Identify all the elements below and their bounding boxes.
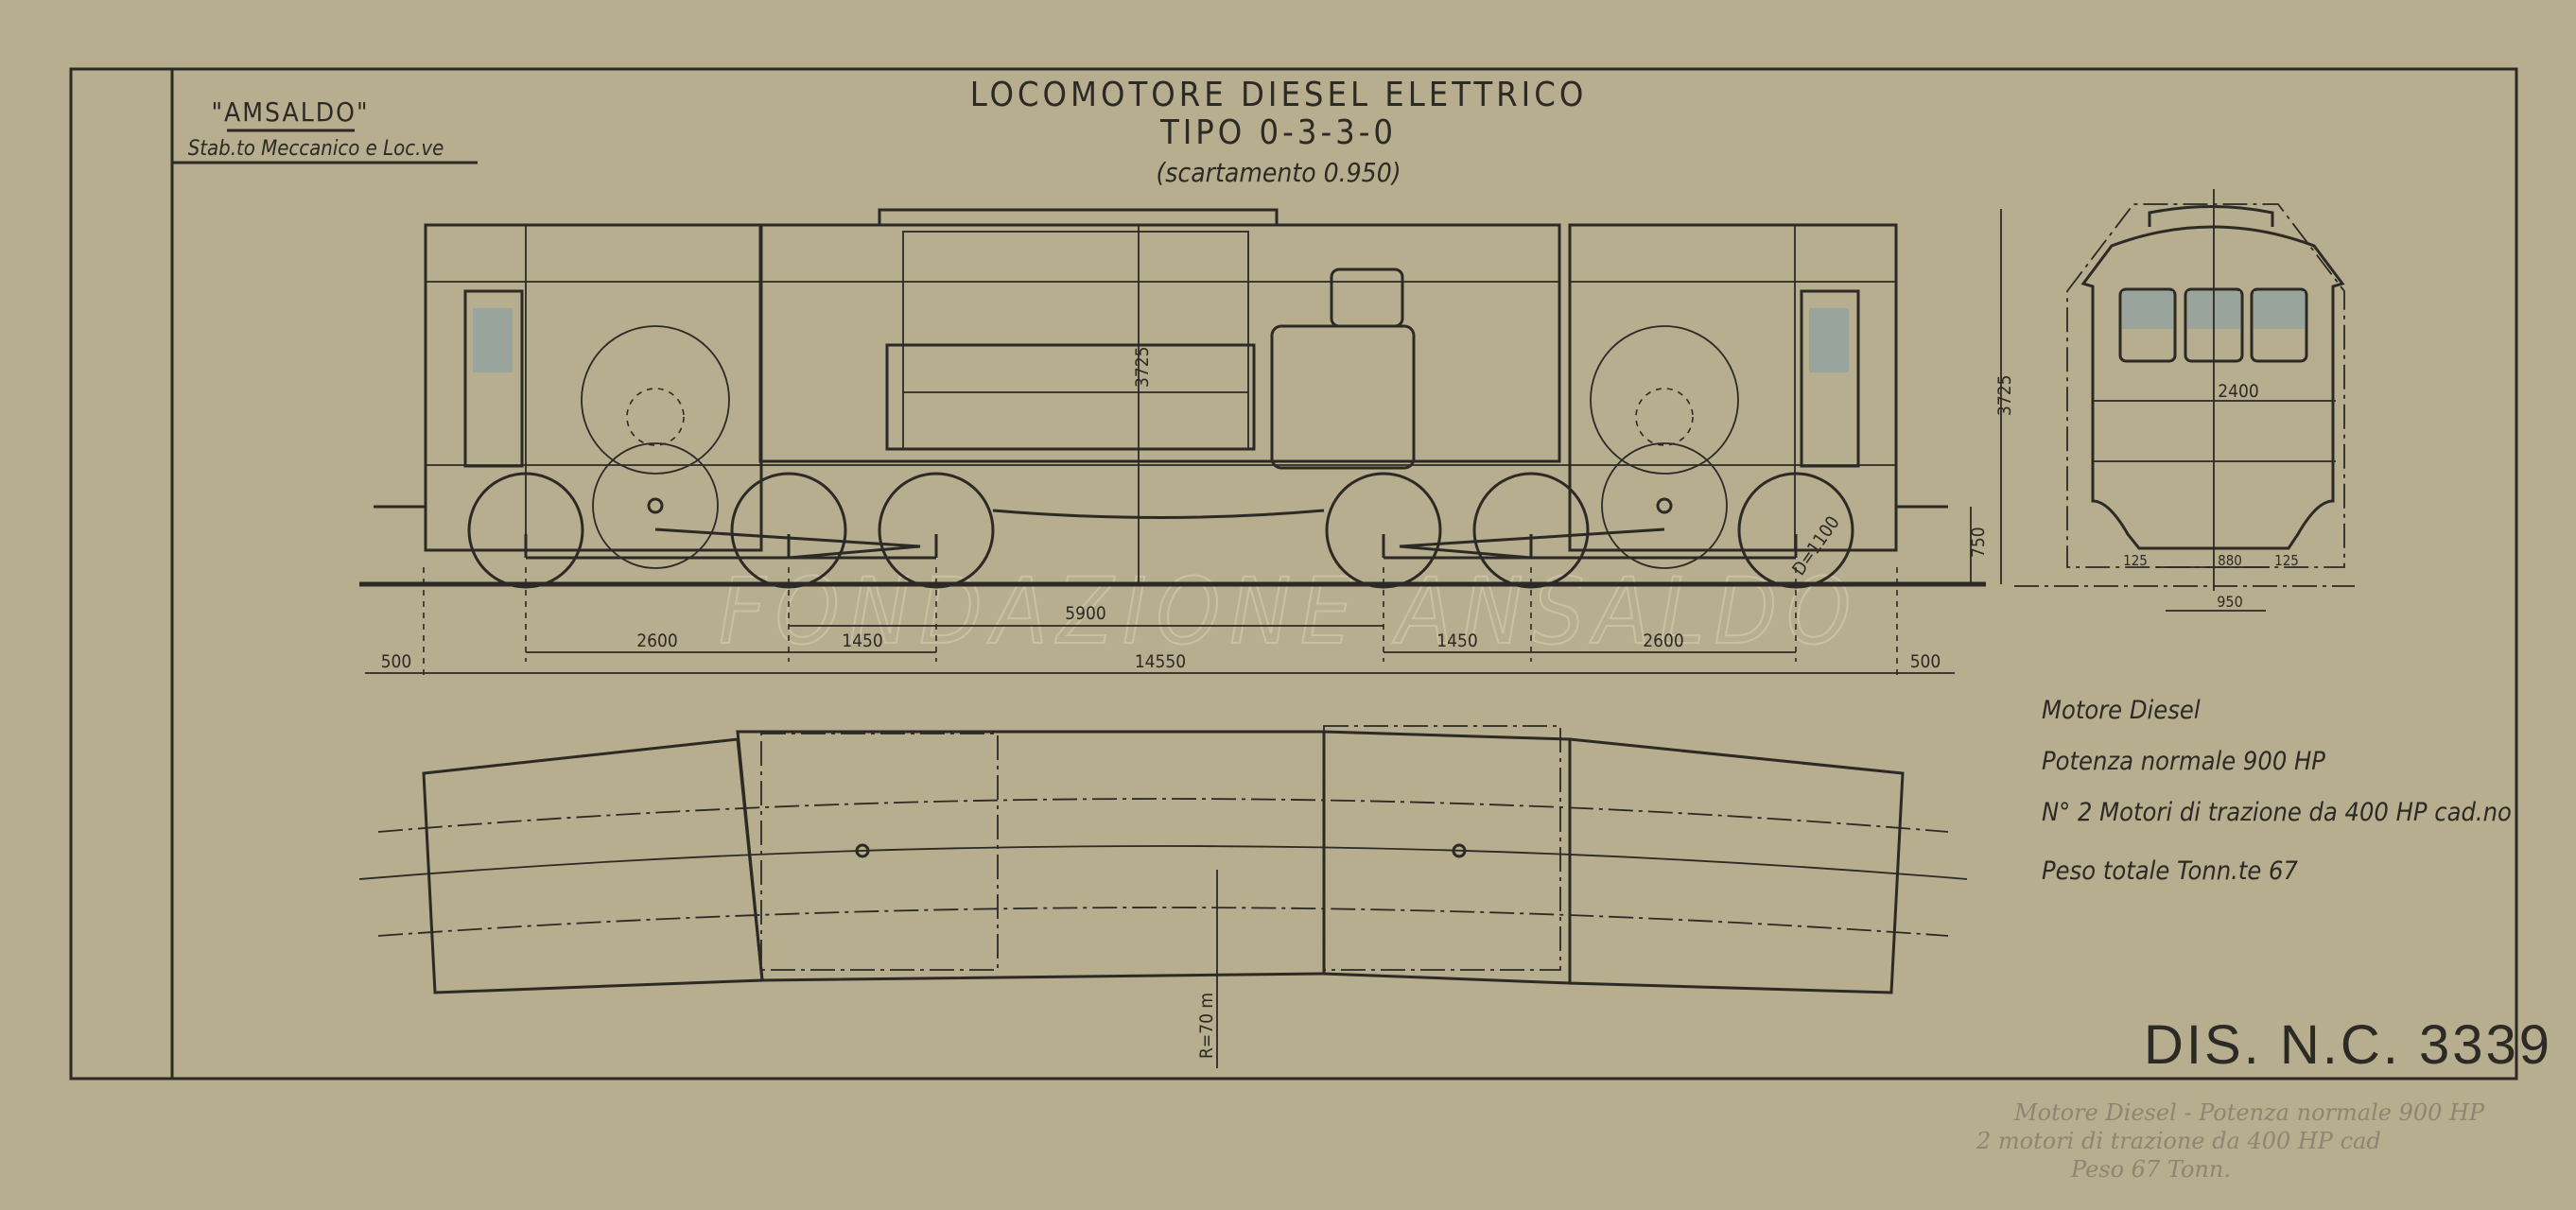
left-bogie — [467, 325, 995, 589]
right-cab — [1568, 223, 1898, 552]
curve-radius-label: R=70 m — [1196, 993, 1217, 1059]
end-body-outline — [2080, 225, 2345, 550]
plan-view-on-curve: R=70 m — [358, 725, 1968, 1068]
drawing-type: TIPO 0-3-3-0 — [1159, 113, 1397, 152]
note-line: Peso 67 Tonn. — [2070, 1156, 2231, 1183]
end-width-dim: 2400 — [2218, 381, 2259, 402]
end-height-dim: 3725 — [1994, 375, 2015, 417]
maker-block: "AMSALDO" Stab.to Meccanico e Loc.ve — [173, 96, 478, 164]
works-subtitle: Stab.to Meccanico e Loc.ve — [188, 137, 444, 161]
buffer-height-dim: 750 — [1968, 527, 1989, 558]
watermark: FONDAZIONE ANSALDO — [719, 559, 1860, 665]
gauge-dim: 950 — [2217, 593, 2242, 611]
spec-engine: Motore Diesel — [2042, 696, 2201, 725]
flange-dim: 125 — [2123, 552, 2148, 569]
note-line: 2 motori di trazione da 400 HP cad — [1976, 1128, 2381, 1154]
side-dimensions: 3725 750 5900 2600 1450 1450 2600 500 14… — [365, 225, 1989, 681]
traction-motor — [1590, 325, 1739, 475]
spec-traction-motors: N° 2 Motori di trazione da 400 HP cad.no — [2042, 798, 2512, 827]
spec-weight: Peso totale Tonn.te 67 — [2042, 856, 2299, 886]
spec-power: Potenza normale 900 HP — [2042, 747, 2325, 776]
wheelbase-dim: 1450 — [842, 631, 883, 651]
bogie-centers-dim: 5900 — [1065, 603, 1106, 624]
end-elevation-view: 3725 2400 125 880 125 950 — [1994, 189, 2355, 612]
height-dim: 3725 — [1132, 347, 1153, 389]
coupling-rods — [1382, 527, 1798, 560]
wheel — [1737, 472, 1854, 589]
left-cab-plan — [422, 737, 764, 994]
traction-motor — [581, 325, 730, 475]
inner-gauge-dim: 880 — [2218, 552, 2242, 569]
right-bogie — [1325, 325, 1854, 589]
side-elevation-view: D=1100 3725 750 5900 2600 1450 1450 2600… — [359, 208, 1989, 681]
wheelbase-dim: 2600 — [1643, 631, 1684, 651]
track-centerline — [358, 845, 1968, 880]
generator — [1270, 324, 1416, 470]
wheelbase-dim: 2600 — [636, 631, 678, 651]
specifications: Motore Diesel Potenza normale 900 HP N° … — [2042, 696, 2512, 886]
flange-dim: 125 — [2274, 552, 2299, 569]
diesel-engine — [885, 343, 1256, 451]
right-cab-plan — [1568, 737, 1905, 994]
loading-gauge — [2066, 203, 2345, 568]
wheel — [467, 472, 584, 589]
drawing-title: LOCOMOTORE DIESEL ELETTRICO — [970, 76, 1588, 114]
roof-radiator — [878, 208, 1279, 227]
gauge-note: (scartamento 0.950) — [1156, 157, 1401, 188]
wheel — [878, 472, 995, 589]
central-hood — [758, 223, 1561, 463]
company-name: "AMSALDO" — [211, 96, 369, 128]
drawing-number: DIS. N.C. 3339 — [2144, 1014, 2552, 1076]
drawing-frame — [69, 67, 2518, 1080]
wheel — [1472, 472, 1590, 589]
note-line: Motore Diesel - Potenza normale 900 HP — [2013, 1099, 2485, 1126]
overhang-dim: 500 — [1910, 651, 1941, 672]
overhang-dim: 500 — [381, 651, 412, 672]
handwritten-annotation: Motore Diesel - Potenza normale 900 HP 2… — [1976, 1099, 2485, 1183]
wheel — [730, 472, 847, 589]
wheel — [1325, 472, 1442, 589]
wheelbase-dim: 1450 — [1436, 631, 1478, 651]
hood-plan — [736, 730, 1326, 982]
title-block: LOCOMOTORE DIESEL ELETTRICO TIPO 0-3-3-0… — [970, 76, 1588, 188]
length-dim: 14550 — [1135, 651, 1186, 672]
coupling-rods — [524, 527, 938, 560]
